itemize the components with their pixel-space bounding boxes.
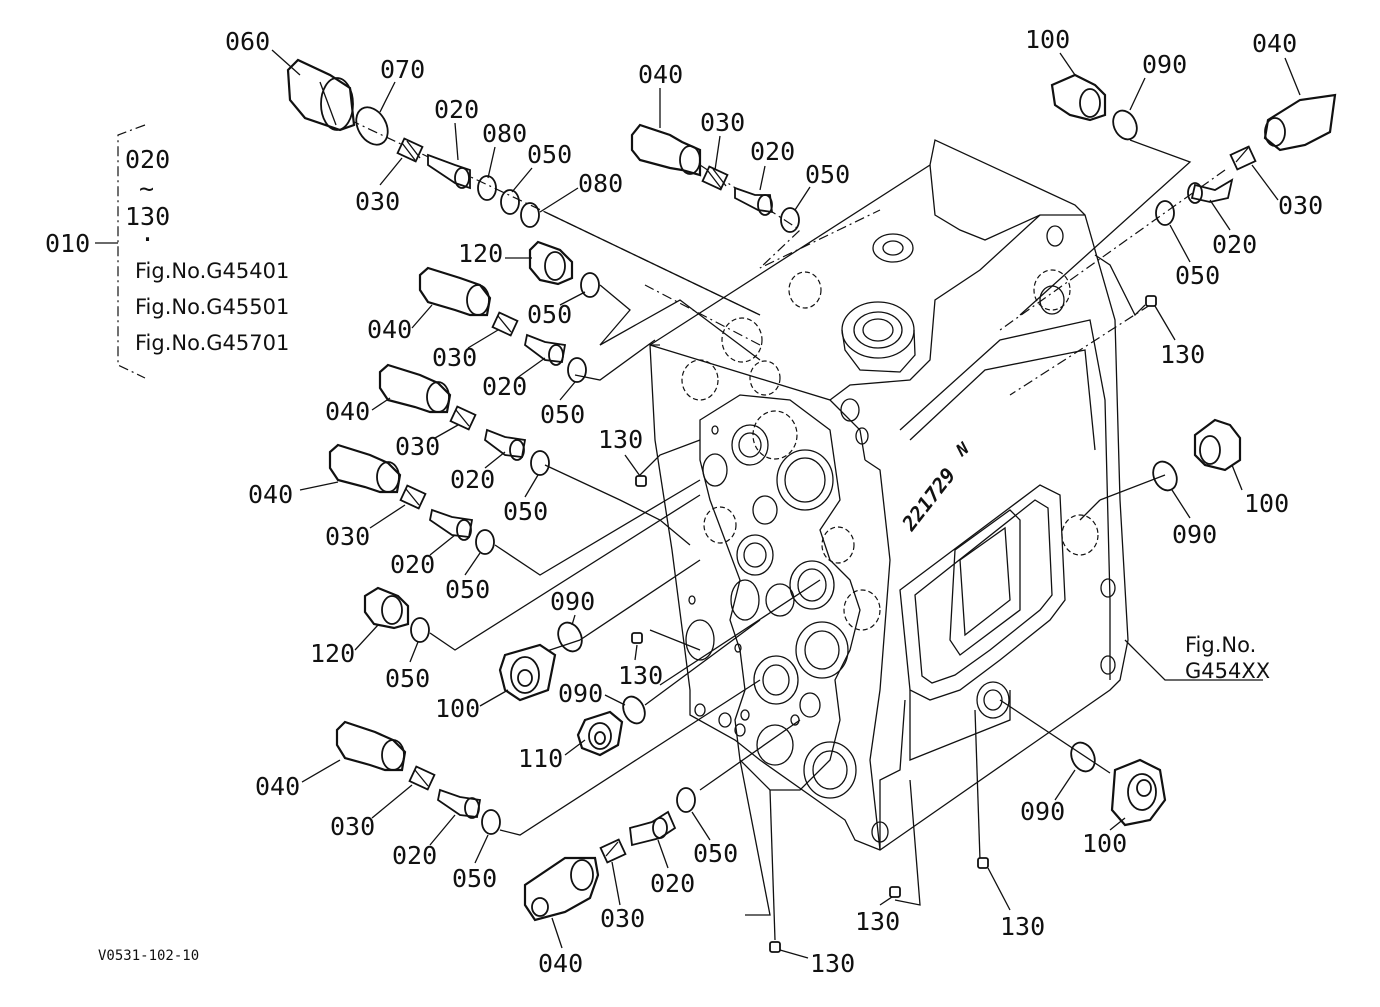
label-050: 050 bbox=[527, 300, 572, 329]
label-090: 090 bbox=[1142, 50, 1187, 79]
reference-2[interactable]: Fig.No.G45501 bbox=[135, 295, 289, 319]
valve-body: N 221729 bbox=[649, 139, 1129, 851]
label-020: 020 bbox=[1212, 230, 1257, 259]
label-120: 120 bbox=[310, 639, 355, 668]
label-030: 030 bbox=[395, 432, 440, 461]
label-120: 120 bbox=[458, 239, 503, 268]
label-020: 020 bbox=[392, 841, 437, 870]
label-030: 030 bbox=[325, 522, 370, 551]
group-range-end: 130 bbox=[125, 202, 170, 231]
label-100: 100 bbox=[1082, 829, 1127, 858]
label-050: 050 bbox=[1175, 261, 1220, 290]
label-040: 040 bbox=[638, 60, 683, 89]
label-080: 080 bbox=[482, 119, 527, 148]
label-130: 130 bbox=[1160, 340, 1205, 369]
label-030: 030 bbox=[432, 343, 477, 372]
label-070: 070 bbox=[380, 55, 425, 84]
label-030: 030 bbox=[355, 187, 400, 216]
label-030: 030 bbox=[600, 904, 645, 933]
group-range-tilde: ~ bbox=[139, 174, 154, 203]
reference-1[interactable]: Fig.No.G45401 bbox=[135, 259, 289, 283]
label-030: 030 bbox=[700, 108, 745, 137]
label-090: 090 bbox=[550, 587, 595, 616]
label-050: 050 bbox=[385, 664, 430, 693]
label-130: 130 bbox=[810, 949, 855, 978]
label-040: 040 bbox=[538, 949, 583, 978]
body-number: 221729 bbox=[896, 463, 960, 535]
label-060: 060 bbox=[225, 27, 270, 56]
label-050: 050 bbox=[527, 140, 572, 169]
label-090: 090 bbox=[1020, 797, 1065, 826]
label-100: 100 bbox=[435, 694, 480, 723]
label-040: 040 bbox=[255, 772, 300, 801]
label-130: 130 bbox=[598, 425, 643, 454]
label-100: 100 bbox=[1244, 489, 1289, 518]
label-050: 050 bbox=[693, 839, 738, 868]
label-130: 130 bbox=[618, 661, 663, 690]
main-ref-line1: Fig.No. bbox=[1185, 633, 1256, 657]
figure-code: V0531-102-10 bbox=[98, 948, 199, 964]
label-040: 040 bbox=[367, 315, 412, 344]
label-030: 030 bbox=[1278, 191, 1323, 220]
leader-lines bbox=[95, 119, 1263, 941]
label-050: 050 bbox=[805, 160, 850, 189]
label-090: 090 bbox=[1172, 520, 1217, 549]
label-040: 040 bbox=[325, 397, 370, 426]
label-020: 020 bbox=[750, 137, 795, 166]
label-110: 110 bbox=[518, 744, 563, 773]
part-labels: 010 020 ~ 130 · Fig.No.G45401 Fig.No.G45… bbox=[45, 25, 1323, 978]
group-range-start: 020 bbox=[125, 145, 170, 174]
body-marking: N bbox=[952, 438, 974, 461]
label-020: 020 bbox=[450, 465, 495, 494]
main-ref-line2[interactable]: G454XX bbox=[1185, 659, 1270, 683]
label-050: 050 bbox=[540, 400, 585, 429]
label-030: 030 bbox=[330, 812, 375, 841]
label-020: 020 bbox=[390, 550, 435, 579]
label-090: 090 bbox=[558, 679, 603, 708]
label-040: 040 bbox=[248, 480, 293, 509]
label-130: 130 bbox=[1000, 912, 1045, 941]
label-020: 020 bbox=[650, 869, 695, 898]
label-020: 020 bbox=[434, 95, 479, 124]
group-bullet: · bbox=[140, 225, 155, 254]
label-130: 130 bbox=[855, 907, 900, 936]
reference-3[interactable]: Fig.No.G45701 bbox=[135, 331, 289, 355]
parts bbox=[286, 58, 1337, 953]
label-050: 050 bbox=[452, 864, 497, 893]
label-100: 100 bbox=[1025, 25, 1070, 54]
label-050: 050 bbox=[445, 575, 490, 604]
group-label: 010 bbox=[45, 229, 90, 258]
label-040: 040 bbox=[1252, 29, 1297, 58]
label-050: 050 bbox=[503, 497, 548, 526]
label-080: 080 bbox=[578, 169, 623, 198]
